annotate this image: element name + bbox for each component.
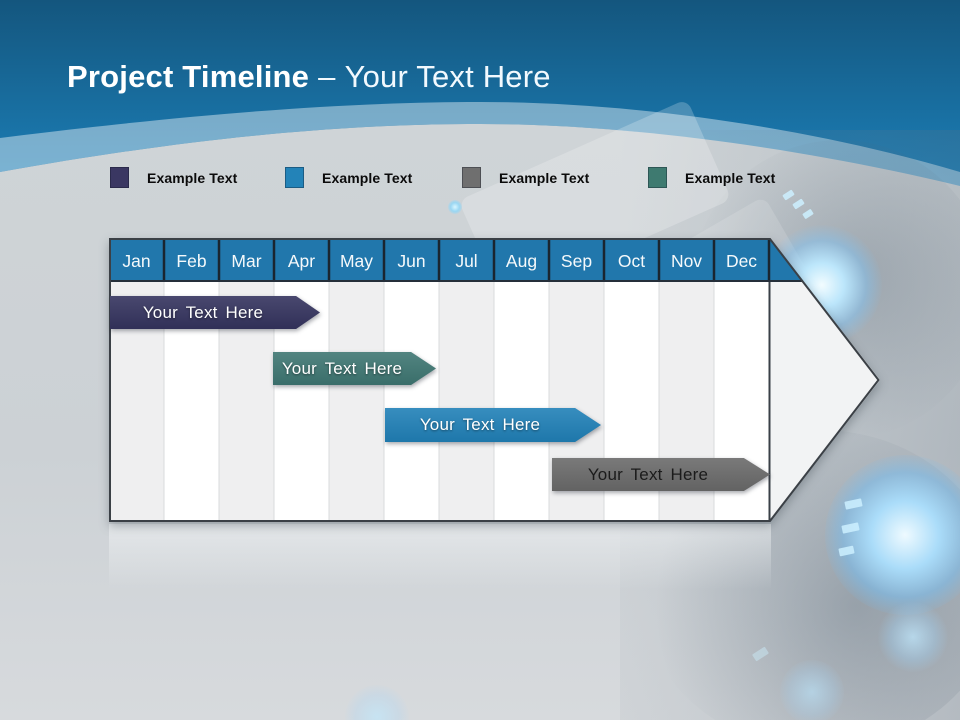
robot-eye-glow	[825, 455, 960, 615]
blue-sparkle	[448, 200, 462, 214]
gantt-bar-2: Your Text Here	[273, 352, 436, 385]
month-label: May	[340, 251, 373, 271]
month-label: Dec	[726, 251, 757, 271]
month-label: Mar	[231, 251, 261, 271]
legend-item-4: Example Text	[648, 167, 775, 188]
gantt-bar-shape-teal: Your Text Here	[273, 352, 436, 385]
gantt-bar-4: Your Text Here	[552, 458, 770, 491]
slide-title-light: Your Text Here	[344, 59, 551, 94]
blue-glow	[878, 602, 948, 672]
month-label: Jul	[455, 251, 477, 271]
gantt-bar-label: Your Text Here	[587, 464, 709, 484]
slide-title: Project Timeline–Your Text Here	[67, 59, 551, 95]
month-label: Jan	[122, 251, 150, 271]
gantt-bar-shape-blue: Your Text Here	[385, 408, 601, 442]
gantt-bar-label: Your Text Here	[142, 302, 264, 322]
gantt-bar-3: Your Text Here	[385, 408, 601, 442]
legend-label: Example Text	[147, 169, 238, 186]
timeline-column	[494, 281, 549, 521]
legend-item-3: Example Text	[462, 167, 589, 188]
month-label: Apr	[288, 251, 315, 271]
month-label: Feb	[176, 251, 206, 271]
legend-label: Example Text	[499, 169, 590, 186]
month-header-dividers	[162, 239, 771, 280]
month-label: Sep	[561, 251, 592, 271]
legend-label: Example Text	[685, 169, 776, 186]
month-label: Jun	[397, 251, 425, 271]
table-reflection	[109, 524, 771, 606]
month-label: Nov	[671, 251, 702, 271]
legend-swatch-navy	[110, 167, 129, 188]
blue-glow	[780, 660, 844, 720]
arc-highlight-band	[0, 102, 960, 196]
timeline-column	[439, 281, 494, 521]
timeline-arrow-outline	[109, 238, 880, 522]
gantt-bar-label: Your Text Here	[419, 415, 541, 434]
month-label: Oct	[618, 251, 645, 271]
slide-title-separator: –	[318, 59, 336, 94]
month-header-band	[109, 238, 804, 281]
slide-title-bold: Project Timeline	[67, 59, 310, 94]
gantt-bar-1: Your Text Here	[110, 296, 320, 329]
timeline-column	[329, 281, 384, 521]
legend-item-1: Example Text	[110, 167, 237, 188]
legend-swatch-teal	[648, 167, 667, 188]
gantt-bar-label: Your Text Here	[281, 358, 403, 378]
legend-label: Example Text	[322, 169, 413, 186]
gantt-bar-shape-navy: Your Text Here	[110, 296, 320, 329]
month-labels: Jan Feb Mar Apr May Jun Jul Aug Sep Oct …	[122, 251, 757, 271]
gantt-bar-shape-gray: Your Text Here	[552, 458, 770, 491]
legend-swatch-gray	[462, 167, 481, 188]
timeline-column	[384, 281, 439, 521]
legend-swatch-blue	[285, 167, 304, 188]
legend-item-2: Example Text	[285, 167, 412, 188]
month-label: Aug	[506, 251, 537, 271]
